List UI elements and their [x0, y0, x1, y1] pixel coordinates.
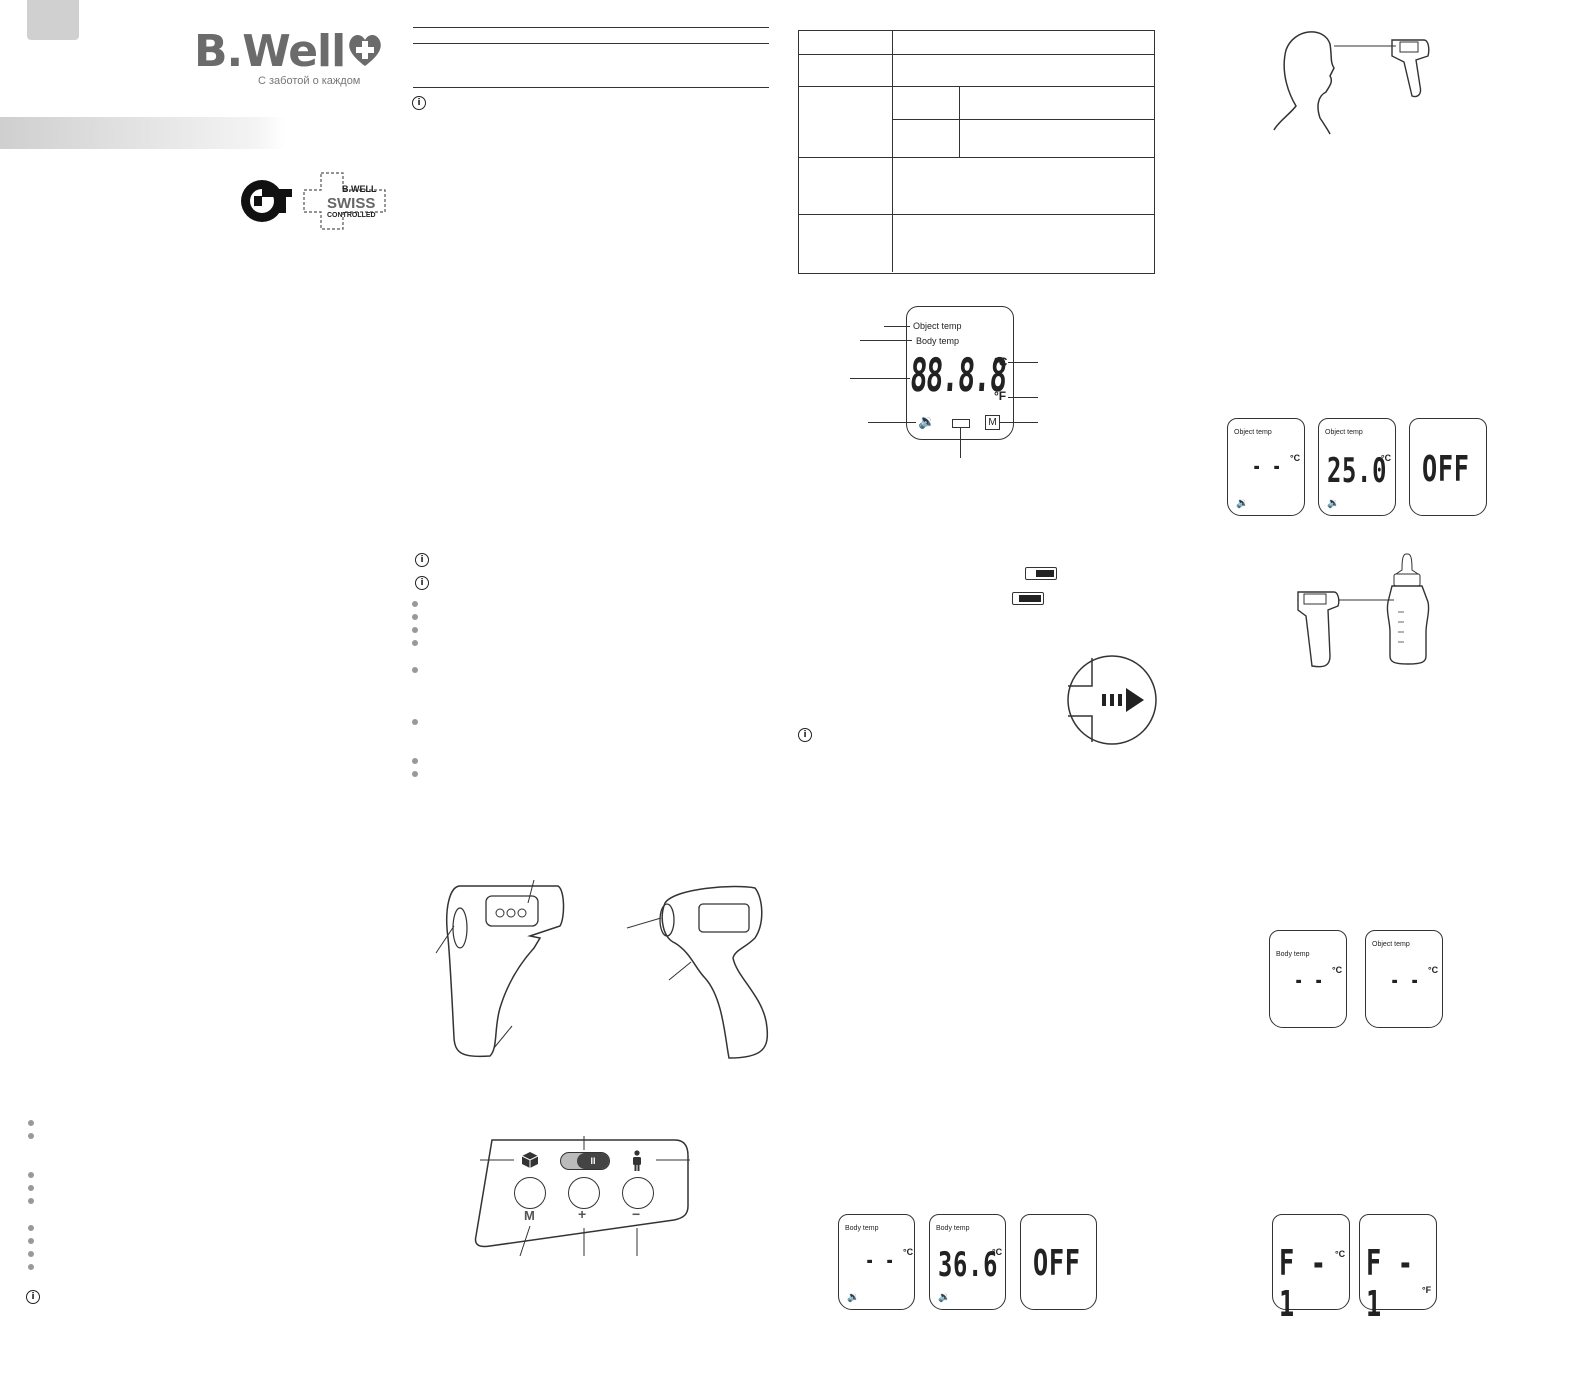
- info-icon: i: [798, 728, 812, 742]
- callout-line: [1000, 422, 1038, 423]
- table-row-line: [892, 119, 1154, 120]
- info-icon: i: [415, 553, 429, 567]
- corner-tab: [27, 0, 79, 40]
- m-button[interactable]: [514, 1177, 546, 1209]
- battery-icon: [952, 419, 970, 428]
- memory-icon: M: [985, 415, 1000, 430]
- rule: [413, 43, 769, 44]
- bullet: [412, 719, 418, 725]
- battery-low-icon: [1012, 592, 1044, 605]
- speaker-icon: 🔉: [938, 1292, 951, 1303]
- lcd-body-2: Body temp 36.6 °C 🔉: [929, 1214, 1006, 1310]
- thermometer-side-illustration: [626, 885, 769, 1059]
- info-icon: i: [412, 96, 426, 110]
- swiss-controlled-cross: [303, 172, 386, 230]
- battery-cover-icon: [1067, 655, 1157, 745]
- bullet: [412, 667, 418, 673]
- info-icon: i: [415, 576, 429, 590]
- display-digits: 88.8.8: [908, 348, 1008, 402]
- object-temp-label: Object temp: [913, 321, 962, 331]
- speaker-icon: 🔉: [918, 413, 936, 429]
- speaker-icon: 🔉: [1236, 498, 1249, 509]
- bullet: [28, 1133, 34, 1139]
- lcd-unit-f: F - 1 °F: [1359, 1214, 1437, 1325]
- bullet: [28, 1238, 34, 1244]
- table-row-line: [798, 157, 1154, 158]
- cube-icon: [521, 1152, 539, 1168]
- bullet: [412, 627, 418, 633]
- bullet: [28, 1185, 34, 1191]
- bullet: [28, 1120, 34, 1126]
- callout-line: [884, 326, 910, 327]
- table-row-line: [798, 86, 1154, 87]
- table-divider: [892, 30, 893, 272]
- minus-button-label: −: [632, 1206, 641, 1222]
- rule: [413, 27, 769, 28]
- bullet: [412, 771, 418, 777]
- plus-button[interactable]: [568, 1177, 600, 1209]
- speaker-icon: 🔉: [1327, 498, 1340, 509]
- brand-tagline: С заботой о каждом: [258, 75, 361, 87]
- lcd-object-1: Object temp - - °C 🔉: [1227, 418, 1305, 516]
- bullet: [412, 601, 418, 607]
- heart-cross-icon: [349, 34, 381, 66]
- person-icon: [633, 1150, 641, 1171]
- bullet: [28, 1198, 34, 1204]
- head-measurement-illustration: [1273, 31, 1430, 135]
- button-panel-outline: [474, 1136, 690, 1257]
- callout-line: [1008, 362, 1038, 363]
- plus-button-label: +: [578, 1206, 587, 1222]
- bullet: [28, 1172, 34, 1178]
- lcd-mode-body: Body temp - - °C: [1269, 930, 1347, 1028]
- lcd-body-1: Body temp - - °C 🔉: [838, 1214, 915, 1310]
- rule: [413, 87, 769, 88]
- lcd-body-3: OFF: [1020, 1214, 1097, 1310]
- spec-table: [798, 30, 1155, 274]
- minus-button[interactable]: [622, 1177, 654, 1209]
- m-button-label: M: [524, 1208, 535, 1223]
- lcd-mode-object: Object temp - - °C: [1365, 930, 1443, 1028]
- speaker-icon: 🔉: [847, 1292, 860, 1303]
- gradient-banner: [0, 117, 285, 149]
- thermometer-back-illustration: [435, 879, 565, 1058]
- bullet: [412, 614, 418, 620]
- bullet: [28, 1225, 34, 1231]
- bullet: [412, 758, 418, 764]
- unit-c: °C: [994, 355, 1008, 369]
- swiss-line1: B.WELL: [342, 184, 377, 194]
- callout-line: [1008, 397, 1038, 398]
- lcd-object-2: Object temp 25.0 °C 🔉: [1318, 418, 1396, 516]
- battery-half-icon: [1025, 567, 1057, 580]
- callout-line: [960, 428, 961, 458]
- callout-line: [860, 340, 912, 341]
- swiss-line3: CONTROLLED: [327, 212, 376, 219]
- table-row-line: [798, 214, 1154, 215]
- brand-logo: B.Well: [194, 26, 346, 77]
- bullet: [28, 1251, 34, 1257]
- unit-f: °F: [994, 389, 1007, 403]
- pct-cert-mark: [241, 180, 292, 222]
- body-temp-label: Body temp: [916, 336, 960, 346]
- info-icon: i: [26, 1290, 40, 1304]
- swiss-line2: SWISS: [327, 195, 376, 212]
- bullet: [28, 1264, 34, 1270]
- mode-switch-knob[interactable]: II: [577, 1153, 609, 1169]
- table-divider: [959, 86, 960, 157]
- lcd-unit-c: F - 1 °C: [1272, 1214, 1350, 1325]
- bottle-measurement-illustration: [1297, 553, 1430, 668]
- callout-line: [850, 378, 910, 379]
- bullet: [412, 640, 418, 646]
- lcd-object-3: OFF: [1409, 418, 1487, 516]
- callout-line: [868, 422, 916, 423]
- table-row-line: [798, 54, 1154, 55]
- mode-switch[interactable]: II: [560, 1152, 610, 1170]
